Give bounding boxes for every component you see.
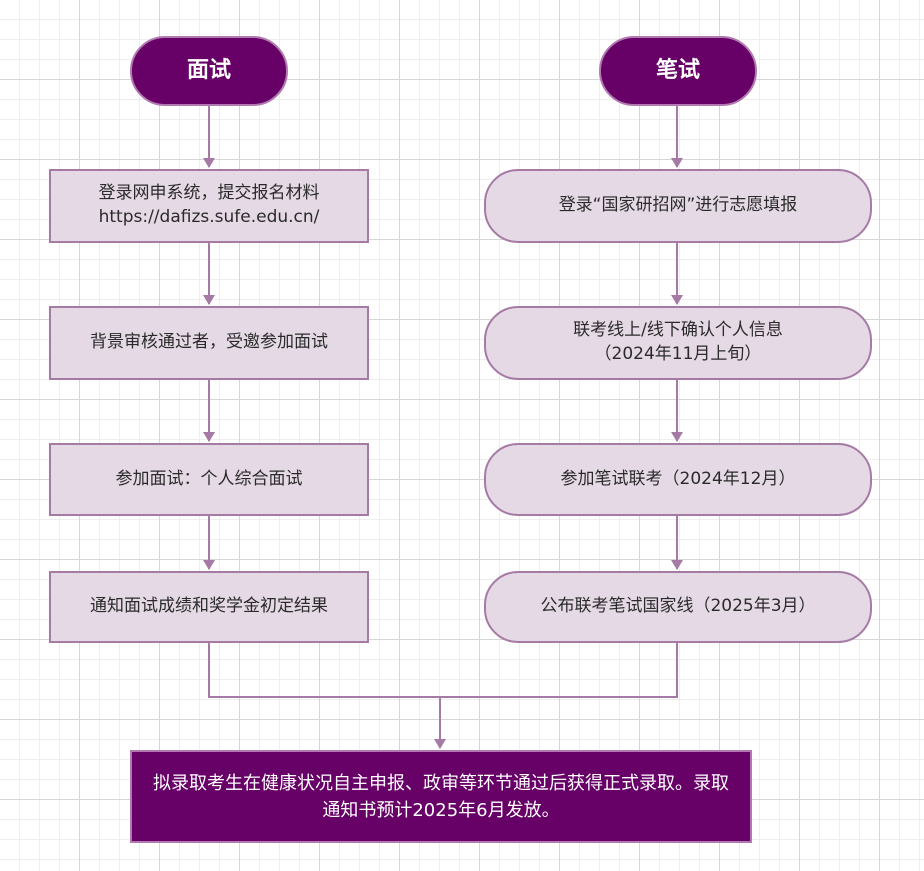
interview-step-background-review: 背景审核通过者，受邀参加面试	[49, 306, 369, 380]
interview-step-attend-interview: 参加面试：个人综合面试	[49, 443, 369, 516]
merge-connector	[208, 643, 678, 698]
interview-step-2-label: 背景审核通过者，受邀参加面试	[90, 332, 328, 353]
written-step-3-label: 参加笔试联考（2024年12月）	[560, 468, 796, 489]
interview-step-1-label: 登录网申系统，提交报名材料 https://dafizs.sufe.edu.cn…	[98, 183, 320, 227]
written-step-4-label: 公布联考笔试国家线（2025年3月）	[540, 596, 816, 617]
written-title-label: 笔试	[655, 57, 700, 83]
final-admission-label: 拟录取考生在健康状况自主申报、政审等环节通过后获得正式录取。录取通知书预计202…	[153, 772, 729, 821]
interview-title: 面试	[130, 36, 288, 106]
written-step-register-preferences: 登录“国家研招网”进行志愿填报	[484, 169, 872, 243]
interview-step-4-label: 通知面试成绩和奖学金初定结果	[90, 596, 328, 617]
interview-title-label: 面试	[186, 57, 231, 83]
interview-step-notify-results: 通知面试成绩和奖学金初定结果	[49, 571, 369, 643]
written-step-confirm-info: 联考线上/线下确认个人信息 （2024年11月上旬）	[484, 306, 872, 380]
written-step-1-label: 登录“国家研招网”进行志愿填报	[558, 195, 798, 216]
written-step-national-line: 公布联考笔试国家线（2025年3月）	[484, 571, 872, 643]
written-title: 笔试	[599, 36, 757, 106]
final-admission-step: 拟录取考生在健康状况自主申报、政审等环节通过后获得正式录取。录取通知书预计202…	[130, 750, 752, 843]
interview-step-3-label: 参加面试：个人综合面试	[115, 468, 303, 489]
written-step-2-label: 联考线上/线下确认个人信息 （2024年11月上旬）	[573, 320, 783, 364]
interview-step-submit-application: 登录网申系统，提交报名材料 https://dafizs.sufe.edu.cn…	[49, 169, 369, 243]
written-step-attend-exam: 参加笔试联考（2024年12月）	[484, 443, 872, 516]
